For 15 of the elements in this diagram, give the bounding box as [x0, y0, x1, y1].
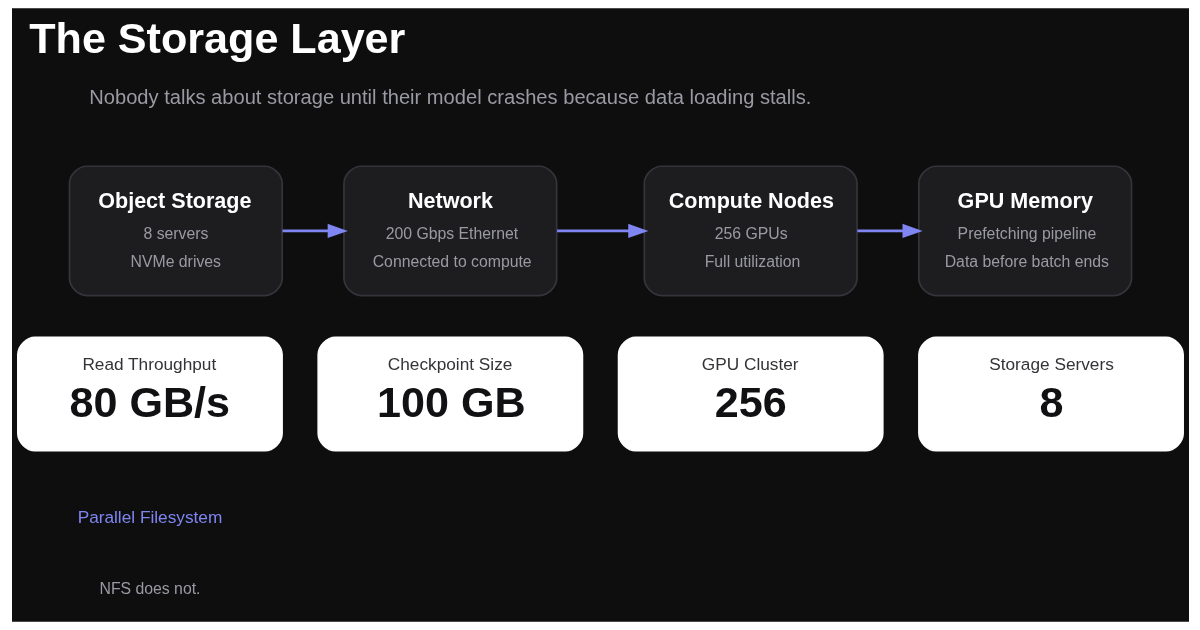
- node-box: Storage Servers 8: [917, 336, 1184, 452]
- label: Parallel Filesystem: [77, 506, 222, 527]
- node-box: Object Storage 8 servers NVMe drives: [68, 165, 283, 297]
- node-box: GPU Cluster 256: [617, 336, 884, 452]
- node-box: Compute Nodes 256 GPUs Full utilization: [642, 165, 858, 297]
- label: NFS does not.: [98, 580, 200, 598]
- node-box: Network 200 Gbps Ethernet Connected to compute: [342, 165, 558, 297]
- node-box: GPU Memory Prefetching pipeline Data before batch ends: [917, 165, 1132, 297]
- node-box: Checkpoint Size 100 GB: [316, 336, 583, 452]
- label: Nobody talks about storage until their model crashes because data loading stalls.: [88, 86, 811, 109]
- node-box: Read Throughput 80 GB/s: [16, 336, 283, 452]
- arrow: [856, 223, 923, 238]
- arrow: [282, 223, 348, 238]
- arrow: [556, 223, 648, 238]
- diagram-title: The Storage Layer: [28, 13, 405, 62]
